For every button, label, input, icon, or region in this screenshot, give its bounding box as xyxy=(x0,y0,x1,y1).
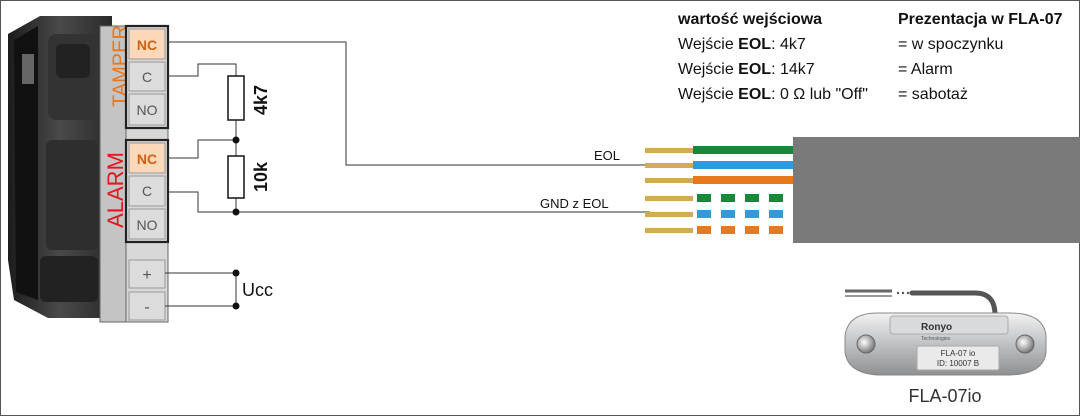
device-id: ID: 10007 B xyxy=(937,359,979,368)
input-row-3: Wejście EOL: 0 Ω lub "Off" xyxy=(678,86,868,103)
input-row-1: Wejście EOL: 4k7 xyxy=(678,36,806,53)
eol-wire-label: EOL xyxy=(594,148,620,163)
resistor-4k7-label: 4k7 xyxy=(251,85,271,115)
alarm-nc-terminal: NC xyxy=(137,151,157,167)
resistor-10k-label: 10k xyxy=(251,161,271,192)
plus-terminal: + xyxy=(142,267,151,284)
fla07-device xyxy=(844,289,1047,376)
ucc-label: Ucc xyxy=(242,280,273,300)
input-value-column: wartość wejściowa Wejście EOL: 4k7 Wejśc… xyxy=(678,7,876,107)
device-model: FLA-07 io xyxy=(941,349,976,358)
detector-body xyxy=(8,16,112,318)
resistor-4k7 xyxy=(227,75,245,121)
junction-dot xyxy=(232,269,240,277)
minus-terminal: - xyxy=(144,299,149,316)
junction-dot xyxy=(232,208,240,216)
device-brand-sub: Technologies xyxy=(921,336,951,342)
tamper-nc-terminal: NC xyxy=(137,37,157,53)
tamper-c-terminal: C xyxy=(142,69,152,85)
tamper-no-terminal: NO xyxy=(137,102,158,118)
presentation-row-3: = sabotaż xyxy=(898,86,968,103)
tamper-group-label: TAMPER xyxy=(109,25,131,107)
input-row-2: Wejście EOL: 14k7 xyxy=(678,61,815,78)
input-value-header: wartość wejściowa xyxy=(678,11,823,28)
alarm-c-terminal: C xyxy=(142,183,152,199)
presentation-header: Prezentacja w FLA-07 xyxy=(898,11,1063,28)
device-brand: Ronyo xyxy=(921,322,952,333)
alarm-group-label: ALARM xyxy=(103,152,128,228)
presentation-column: Prezentacja w FLA-07 = w spoczynku = Ala… xyxy=(898,7,1076,107)
wiring xyxy=(165,41,650,307)
presentation-row-1: = w spoczynku xyxy=(898,36,1004,53)
junction-dot xyxy=(232,302,240,310)
device-caption: FLA-07io xyxy=(908,386,981,406)
alarm-no-terminal: NO xyxy=(137,217,158,233)
gnd-wire-label: GND z EOL xyxy=(540,196,609,211)
junction-dot xyxy=(232,136,240,144)
cable xyxy=(645,137,1080,243)
resistor-10k xyxy=(227,155,245,199)
presentation-row-2: = Alarm xyxy=(898,61,953,78)
